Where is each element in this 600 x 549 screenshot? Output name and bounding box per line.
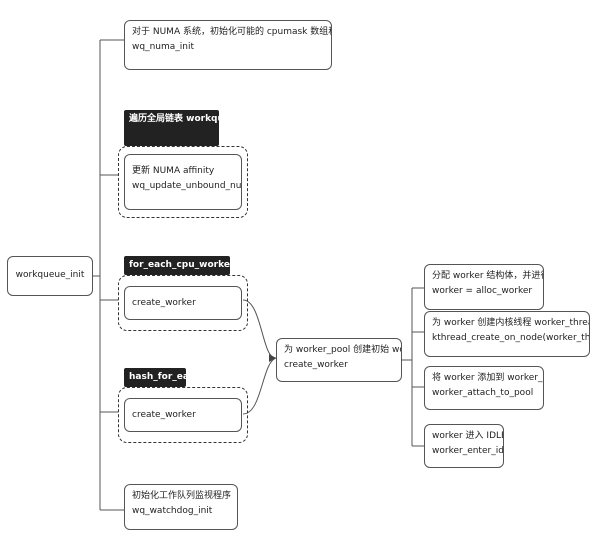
node-create-worker-for-pool[interactable]: 为 worker_pool 创建初始 worker create_worker xyxy=(276,338,402,382)
node-line-2: worker = alloc_worker xyxy=(432,286,533,296)
node-line-2: wq_update_unbound_numa xyxy=(132,181,242,191)
node-alloc-worker[interactable]: 分配 worker 结构体，并进行初始化 worker = alloc_work… xyxy=(424,264,544,310)
node-line-1: 分配 worker 结构体，并进行初始化 xyxy=(432,271,543,281)
node-worker-enter-idle[interactable]: worker 进入 IDLE 状态 worker_enter_idle xyxy=(424,424,504,468)
tag-list-for-each-entry: 遍历全局链表 workqueues list_for_each_entry xyxy=(124,110,346,146)
node-worker-attach-to-pool[interactable]: 将 worker 添加到 worker_pool 中 worker_attach… xyxy=(424,366,544,410)
group-hash-for-each xyxy=(118,387,248,443)
node-line-2: wq_watchdog_init xyxy=(132,506,213,516)
tag-line-2: list_for_each_entry xyxy=(251,114,346,124)
root-node-label: workqueue_init xyxy=(15,270,85,280)
node-line-2: wq_numa_init xyxy=(132,42,194,52)
tag-line-1: 遍历全局链表 workqueues xyxy=(129,114,248,124)
node-wq-watchdog-init[interactable]: 初始化工作队列监视程序 wq_watchdog_init xyxy=(124,484,238,530)
node-line-2: worker_enter_idle xyxy=(432,446,504,456)
node-wq-numa-init[interactable]: 对于 NUMA 系统，初始化可能的 cpumask 数组和 wq 属性 wq_n… xyxy=(124,20,332,70)
node-label: create_worker xyxy=(132,298,196,308)
root-node-workqueue-init[interactable]: workqueue_init xyxy=(7,256,93,296)
tag-label: hash_for_each xyxy=(129,372,201,382)
group-list-for-each-entry xyxy=(118,146,248,218)
node-create-worker-1[interactable]: create_worker xyxy=(124,286,242,320)
node-line-2: create_worker xyxy=(284,360,348,370)
group-for-each-cpu-worker-pool xyxy=(118,275,248,331)
node-line-1: 为 worker_pool 创建初始 worker xyxy=(284,345,401,355)
node-line-1: 为 worker 创建内核线程 worker_thread xyxy=(432,318,590,328)
tag-label: for_each_cpu_worker_pool xyxy=(129,260,261,270)
node-line-1: 对于 NUMA 系统，初始化可能的 cpumask 数组和 wq 属性 xyxy=(132,27,331,37)
node-label: create_worker xyxy=(132,410,196,420)
node-line-1: 初始化工作队列监视程序 xyxy=(132,491,232,501)
node-create-worker-2[interactable]: create_worker xyxy=(124,398,242,432)
tag-for-each-cpu-worker-pool: for_each_cpu_worker_pool xyxy=(124,256,261,275)
node-line-2: kthread_create_on_node(worker_thread, ..… xyxy=(432,333,590,343)
node-line-1: 将 worker 添加到 worker_pool 中 xyxy=(432,373,543,383)
node-line-2: worker_attach_to_pool xyxy=(432,388,534,398)
node-line-1: worker 进入 IDLE 状态 xyxy=(432,431,503,441)
node-line-1: 更新 NUMA affinity xyxy=(132,166,215,176)
tag-hash-for-each: hash_for_each xyxy=(124,368,201,387)
node-kthread-create-on-node[interactable]: 为 worker 创建内核线程 worker_thread kthread_cr… xyxy=(424,311,590,357)
node-wq-update-unbound-numa[interactable]: 更新 NUMA affinity wq_update_unbound_numa xyxy=(124,154,242,210)
